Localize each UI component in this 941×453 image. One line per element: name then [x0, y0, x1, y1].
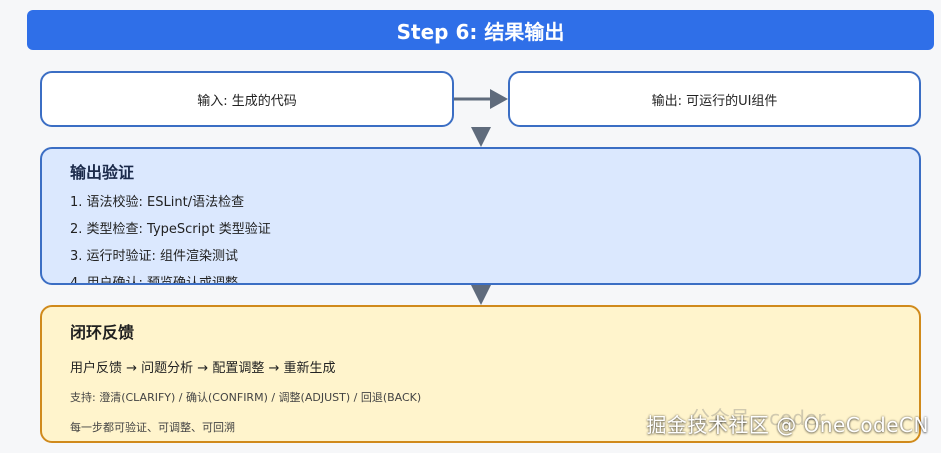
- output-box: 输出: 可运行的UI组件: [508, 71, 921, 127]
- step-title: Step 6: 结果输出: [396, 19, 565, 44]
- feedback-flow: 用户反馈 → 问题分析 → 配置调整 → 重新生成: [70, 361, 336, 376]
- feedback-box: 闭环反馈 用户反馈 → 问题分析 → 配置调整 → 重新生成 支持: 澄清(CL…: [40, 305, 921, 443]
- validation-item: 3. 运行时验证: 组件渲染测试: [70, 249, 239, 264]
- watermark-text: 掘金技术社区 @ OneCodeCN: [646, 413, 929, 437]
- validation-item: 4. 用户确认: 预览确认或调整: [70, 276, 239, 285]
- input-box: 输入: 生成的代码: [40, 71, 454, 127]
- validation-item: 1. 语法校验: ESLint/语法检查: [70, 195, 245, 210]
- step-header: Step 6: 结果输出: [27, 10, 934, 50]
- feedback-support: 支持: 澄清(CLARIFY) / 确认(CONFIRM) / 调整(ADJUS…: [70, 391, 422, 404]
- faint-watermark: 公众号 · coder: [690, 406, 826, 430]
- arrow-down-icon: [471, 127, 491, 147]
- arrow-down-icon: [471, 285, 491, 305]
- validation-title: 输出验证: [70, 163, 135, 182]
- validation-box: 输出验证 1. 语法校验: ESLint/语法检查 2. 类型检查: TypeS…: [40, 147, 921, 285]
- output-label: 输出: 可运行的UI组件: [651, 93, 778, 109]
- validation-item: 2. 类型检查: TypeScript 类型验证: [70, 222, 271, 237]
- input-label: 输入: 生成的代码: [197, 93, 297, 109]
- validation-list: 1. 语法校验: ESLint/语法检查 2. 类型检查: TypeScript…: [70, 189, 919, 285]
- arrow-right-icon: [490, 89, 508, 109]
- feedback-title: 闭环反馈: [70, 323, 135, 342]
- feedback-note: 每一步都可验证、可调整、可回溯: [70, 421, 235, 434]
